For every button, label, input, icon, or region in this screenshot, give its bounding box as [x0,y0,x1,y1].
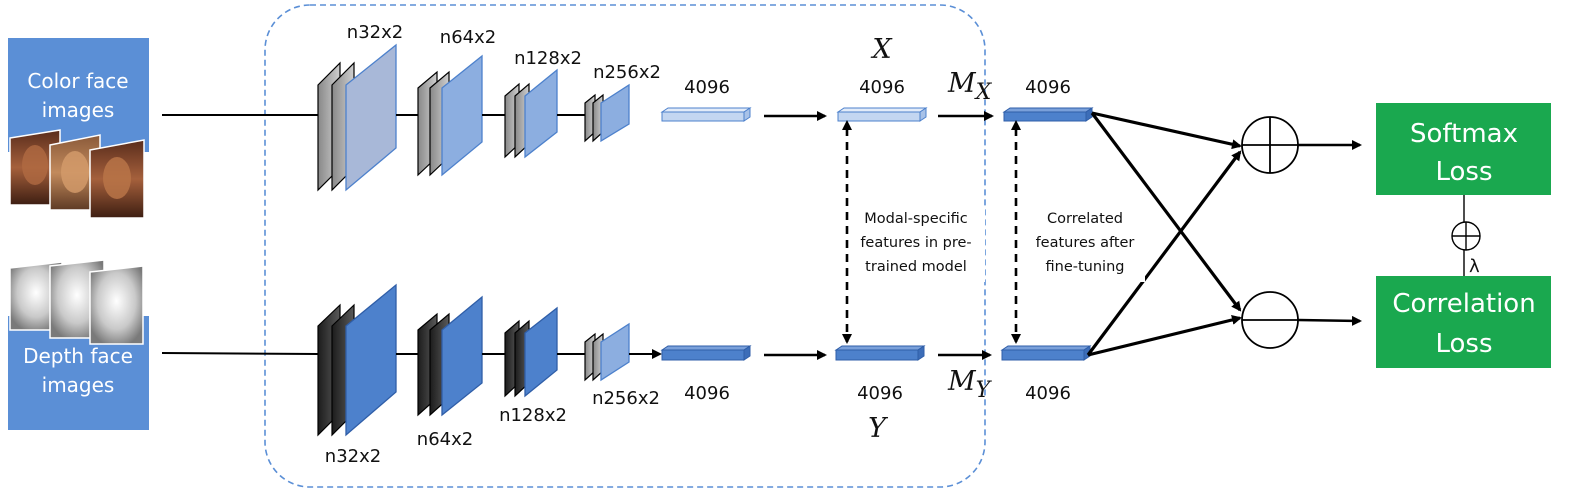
color-input-label-line1: Color face [27,69,128,93]
softmax-loss-box: Softmax Loss [1376,103,1551,195]
softmax-loss-label-line2: Loss [1435,157,1492,187]
lambda-label: λ [1469,256,1480,277]
correlated-note-bg [1027,206,1145,282]
depth-input-label-line1: Depth face [23,344,133,368]
modal-specific-note-line3: trained model [865,259,967,275]
y-feature-bar [834,345,926,361]
correlation-loss-label-line2: Loss [1435,329,1492,359]
top-stream [162,43,1094,192]
correlated-note-line1: Correlated [1047,211,1123,227]
my-symbol-base: M [947,366,977,397]
y-symbol: Y [868,413,888,444]
top-layer-label-1: n32x2 [347,22,403,43]
bottom-conv-block-3 [504,306,558,398]
depth-face-images [9,259,144,345]
correlation-loss-box: Correlation Loss [1376,276,1551,368]
bottom-layer-label-1: n32x2 [325,446,381,467]
bottom-layer-label-2: n64x2 [417,429,473,450]
top-fc-layer [660,107,752,122]
bottom-input-line [161,352,319,355]
depth-face-3 [89,265,144,345]
mx-symbol-sub: X [974,80,993,105]
color-input-label-line2: images [42,98,115,122]
correlated-note-line3: fine-tuning [1046,259,1125,275]
x-feature-bar [836,107,928,122]
depth-input-label-line2: images [42,373,115,397]
y-size: 4096 [857,383,903,404]
color-input-block: Color face images [8,38,149,219]
my-size: 4096 [1025,383,1071,404]
bottom-fc-layer [660,345,752,361]
bottom-layer-label-4: n256x2 [592,388,660,409]
softmax-loss-label-line1: Softmax [1410,119,1518,149]
mx-symbol: MX [947,68,993,105]
top-conv-block-2 [417,54,483,177]
network-region-border [264,4,986,488]
bottom-conv-block-1 [317,283,397,437]
bottom-fc-size: 4096 [684,383,730,404]
top-conv-block-4 [584,83,630,143]
fusion-connections [1086,111,1242,357]
loss-combine-operator-icon [1451,221,1481,251]
my-feature-bar [1000,345,1092,361]
mx-size: 4096 [1025,77,1071,98]
bottom-stream [161,283,1092,437]
depth-input-block: Depth face images [8,259,149,430]
modal-specific-note-bg [851,206,985,282]
my-symbol: MY [947,366,993,403]
bottom-conv-block-2 [417,295,483,417]
subtract-operator-icon [1241,291,1299,349]
color-face-images [9,129,145,219]
mx-feature-bar [1002,107,1094,122]
mx-symbol-base: M [947,68,977,99]
sum-operator-icon [1241,116,1299,174]
top-fc-size: 4096 [684,77,730,98]
top-layer-label-4: n256x2 [593,62,661,83]
correlated-note-line2: features after [1036,235,1135,251]
correlation-arrow [1297,315,1362,326]
bottom-layer-label-3: n128x2 [499,405,567,426]
top-layer-label-2: n64x2 [440,27,496,48]
x-size: 4096 [859,77,905,98]
x-symbol: X [870,34,893,65]
my-symbol-sub: Y [976,378,993,403]
bottom-conv-block-4 [584,322,630,382]
modal-specific-note-line2: features in pre- [860,235,971,251]
top-conv-block-3 [504,68,558,159]
top-conv-block-1 [317,43,397,192]
modal-specific-note-line1: Modal-specific [864,211,968,227]
top-layer-label-3: n128x2 [514,48,582,69]
color-input-box [8,38,149,152]
correlation-loss-label-line1: Correlation [1392,289,1535,319]
